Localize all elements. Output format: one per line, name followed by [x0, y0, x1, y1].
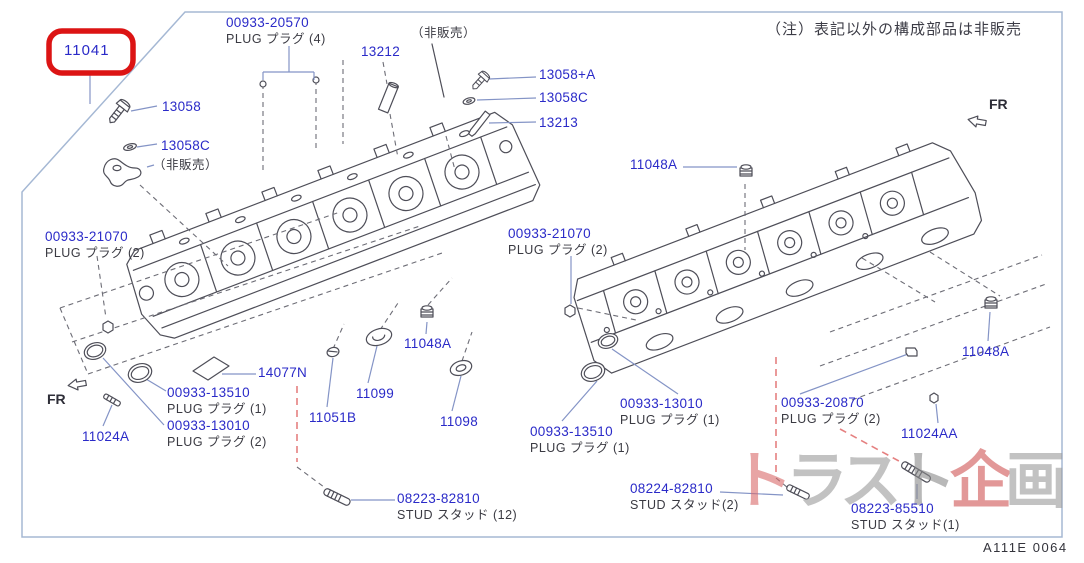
part-label-11099: 11099	[356, 386, 395, 401]
part-label-13213: 13213	[539, 115, 579, 130]
leader-lines	[89, 43, 991, 501]
hex-plug-icon	[929, 392, 939, 404]
oring-icon	[127, 362, 153, 384]
not-for-sale-label: （非販売）	[411, 26, 477, 40]
part-label-13058C: 13058C	[161, 138, 211, 153]
valve-guide-icon	[377, 81, 399, 114]
part-label-11051B: 11051B	[309, 410, 357, 425]
oring-icon	[597, 332, 619, 350]
hex-plug-icon	[102, 320, 114, 334]
page-border-frame	[21, 11, 1063, 538]
part-label-13058C: 13058C	[539, 90, 589, 105]
part-label-11048A: 11048A	[630, 157, 678, 172]
plug-icon	[984, 296, 998, 309]
part-label-11048A: 11048A	[404, 336, 452, 351]
stud-icon	[900, 461, 932, 483]
part-label-11024AA: 11024AA	[901, 426, 958, 441]
note-text: （注）表記以外の構成部品は非販売	[766, 21, 1023, 38]
oring-icon	[580, 361, 606, 383]
rocker-bracket-icon	[103, 158, 142, 187]
oring-icon	[83, 341, 107, 361]
stud-icon	[103, 393, 121, 407]
hex-plug-icon	[564, 304, 576, 318]
oil-seal-icon	[449, 359, 473, 377]
stud-icon	[323, 488, 351, 506]
washer-icon	[123, 143, 137, 151]
bolt-icon	[109, 98, 131, 124]
oil-seal-icon	[365, 327, 393, 347]
fr-arrow-icon	[967, 115, 987, 128]
stud-icon	[786, 484, 810, 500]
fr-label: FR	[47, 391, 66, 407]
valve-icon	[468, 110, 491, 137]
plug-icon	[420, 305, 434, 318]
washer-icon	[462, 97, 476, 105]
part-label-11048A: 11048A	[962, 344, 1010, 359]
part-label-11041: 11041	[64, 42, 110, 59]
document-code: A111E 0064	[983, 540, 1068, 555]
part-label-13058: 13058	[162, 99, 202, 114]
highlight-box-11041	[46, 28, 136, 76]
part-label-13058A: 13058+A	[539, 67, 596, 82]
bolt-icon	[472, 70, 491, 90]
fr-label: FR	[989, 96, 1008, 112]
plug-icon	[326, 346, 340, 358]
dashed-construction-lines	[59, 60, 1051, 489]
cylinder-head-left-drawing	[126, 111, 541, 339]
part-label-11098: 11098	[440, 414, 479, 429]
not-for-sale-label: （非販売）	[153, 158, 219, 172]
part-label-14077N: 14077N	[258, 365, 308, 380]
fr-arrow-icon	[67, 378, 87, 391]
part-label-13212: 13212	[361, 44, 401, 59]
part-label-11024A: 11024A	[82, 429, 130, 444]
plug-icon	[739, 164, 753, 177]
gasket-icon	[192, 356, 230, 381]
square-plug-icon	[905, 347, 918, 357]
cylinder-head-right-drawing	[573, 142, 983, 374]
